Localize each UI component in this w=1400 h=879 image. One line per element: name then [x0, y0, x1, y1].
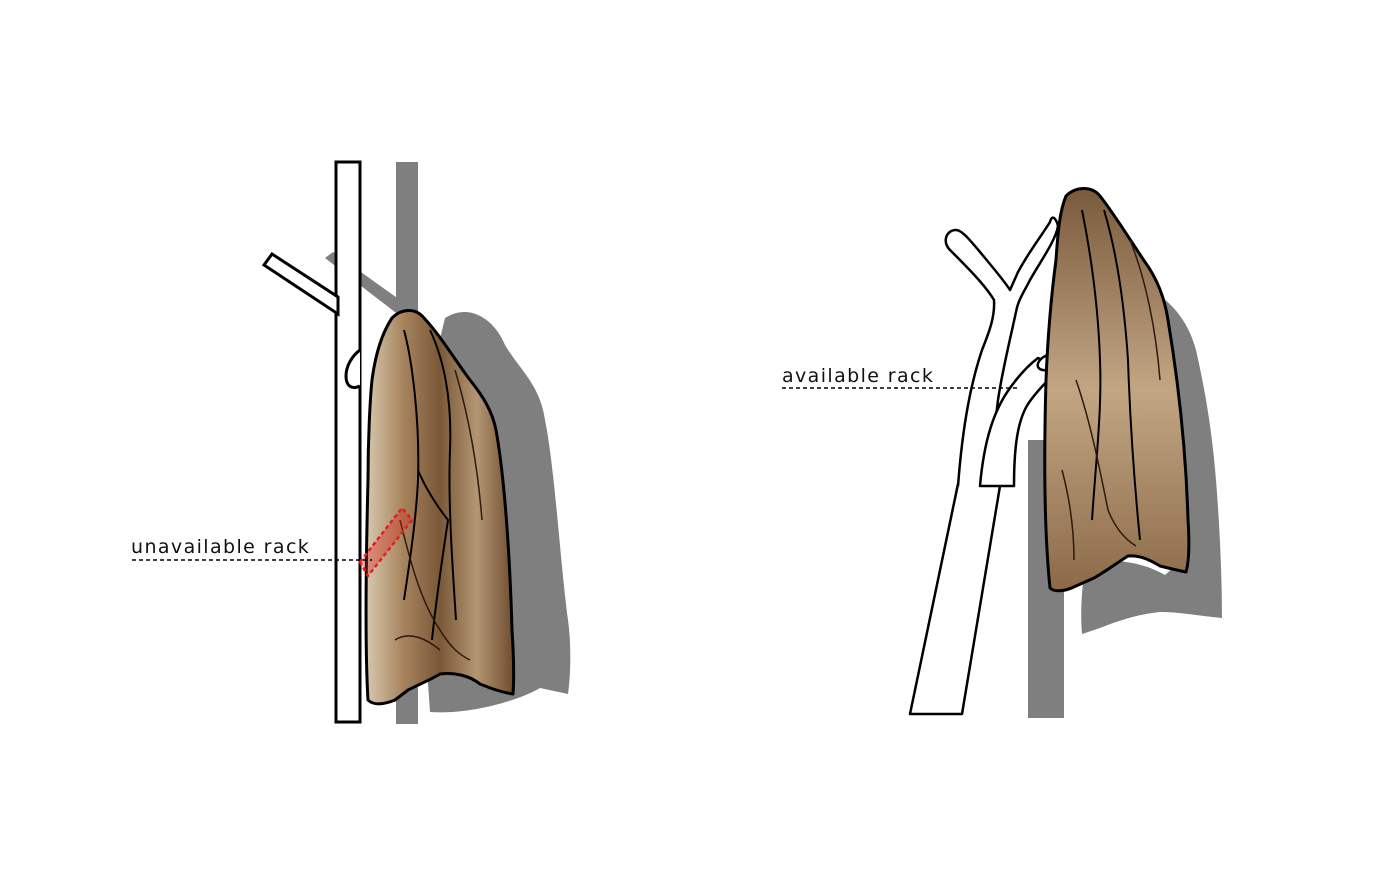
left-rack-group — [132, 160, 571, 724]
right-rack-group — [782, 187, 1222, 718]
left-rack-hook — [344, 348, 361, 390]
left-rack-upper-arm — [261, 251, 340, 317]
blocked-peg-highlight — [358, 506, 414, 579]
left-coat — [364, 309, 516, 706]
right-rack-upper-stem — [944, 216, 1060, 487]
right-coat — [1043, 187, 1191, 593]
right-rack-pole-lower — [908, 477, 1002, 716]
left-rack-pole — [334, 160, 362, 724]
available-rack-label: available rack — [782, 365, 935, 387]
unavailable-rack-label: unavailable rack — [131, 536, 311, 558]
